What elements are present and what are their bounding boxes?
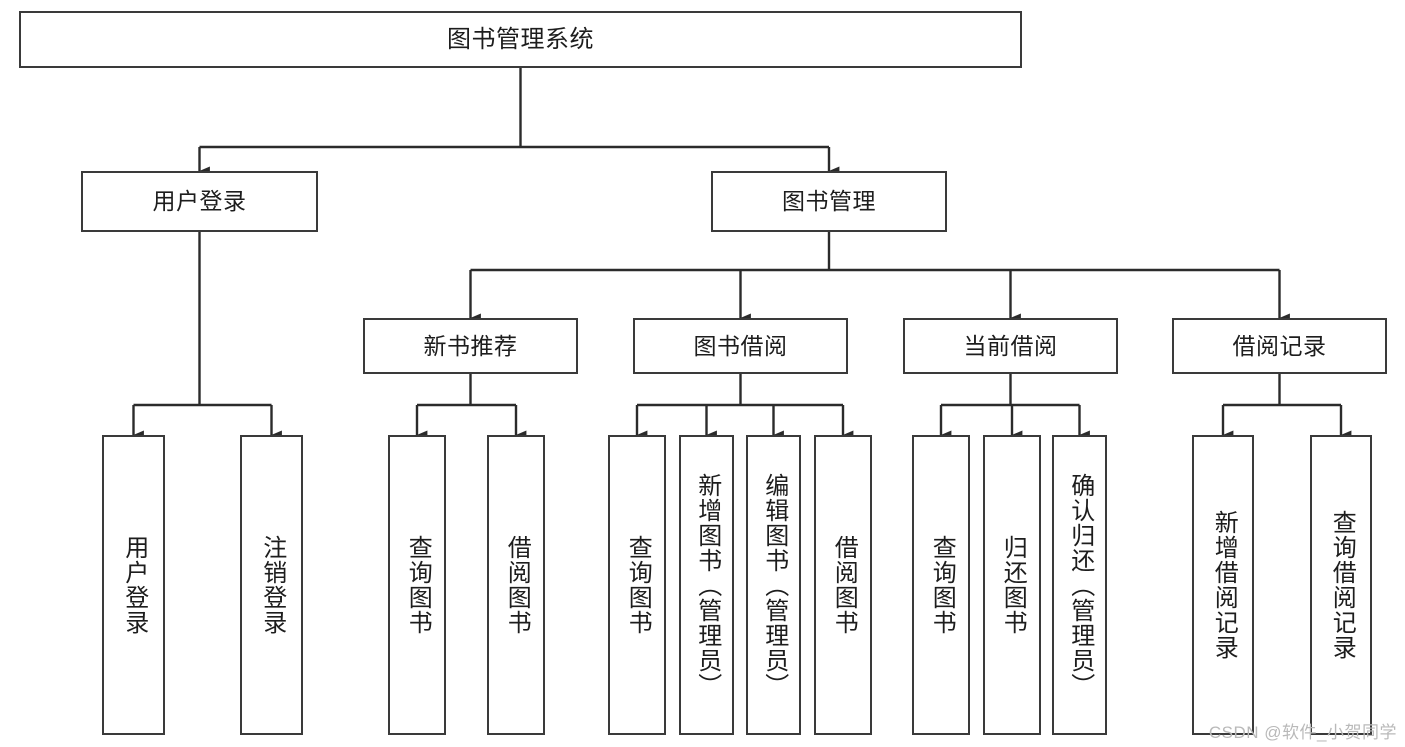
node-label: 查询借阅记录 [1328, 510, 1356, 660]
node-root[interactable]: 图书管理系统 [19, 11, 1022, 68]
node-leaf-rec-2[interactable]: 查询借阅记录 [1310, 435, 1372, 735]
watermark-text: CSDN @软件_小贺同学 [1208, 723, 1397, 742]
node-leaf-bor-1[interactable]: 查询图书 [608, 435, 666, 735]
node-label: 图书借阅 [693, 332, 788, 359]
node-leaf-cur-1[interactable]: 查询图书 [912, 435, 970, 735]
node-leaf-login-2[interactable]: 注销登录 [240, 435, 303, 735]
node-newbook[interactable]: 新书推荐 [363, 318, 578, 374]
node-leaf-new-2[interactable]: 借阅图书 [487, 435, 545, 735]
node-label: 注销登录 [258, 535, 286, 635]
node-label: 新书推荐 [423, 332, 518, 359]
node-label: 借阅图书 [830, 535, 858, 635]
node-leaf-bor-2[interactable]: 新增图书（管理员） [679, 435, 734, 735]
node-label: 用户登录 [120, 535, 148, 635]
node-label: 借阅记录 [1232, 332, 1327, 359]
node-leaf-new-1[interactable]: 查询图书 [388, 435, 446, 735]
node-login[interactable]: 用户登录 [81, 171, 318, 232]
node-leaf-cur-2[interactable]: 归还图书 [983, 435, 1041, 735]
node-label: 当前借阅 [963, 332, 1058, 359]
node-borrow[interactable]: 图书借阅 [633, 318, 848, 374]
node-bookmgmt[interactable]: 图书管理 [711, 171, 947, 232]
node-label: 查询图书 [624, 535, 652, 635]
node-label: 新增图书（管理员） [693, 472, 721, 698]
node-label: 借阅图书 [503, 535, 531, 635]
node-label: 新增借阅记录 [1210, 510, 1238, 660]
node-leaf-bor-3[interactable]: 编辑图书（管理员） [746, 435, 801, 735]
node-label: 归还图书 [999, 535, 1027, 635]
node-leaf-cur-3[interactable]: 确认归还（管理员） [1052, 435, 1107, 735]
node-leaf-bor-4[interactable]: 借阅图书 [814, 435, 872, 735]
node-label: 图书管理系统 [447, 25, 594, 53]
node-label: 编辑图书（管理员） [760, 472, 788, 698]
node-label: 用户登录 [152, 188, 247, 215]
node-label: 确认归还（管理员） [1066, 472, 1094, 698]
node-leaf-login-1[interactable]: 用户登录 [102, 435, 165, 735]
node-label: 查询图书 [404, 535, 432, 635]
node-label: 查询图书 [928, 535, 956, 635]
node-current[interactable]: 当前借阅 [903, 318, 1118, 374]
node-label: 图书管理 [782, 188, 876, 215]
node-records[interactable]: 借阅记录 [1172, 318, 1387, 374]
node-leaf-rec-1[interactable]: 新增借阅记录 [1192, 435, 1254, 735]
